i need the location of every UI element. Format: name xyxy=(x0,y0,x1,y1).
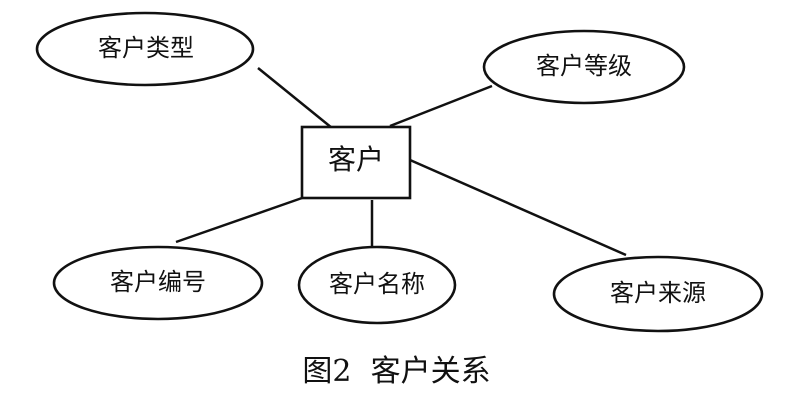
connector-customer-level xyxy=(389,84,493,128)
entity-customer-label: 客户 xyxy=(328,143,384,176)
attribute-customer-level-oval xyxy=(482,29,686,105)
entity-customer-box xyxy=(300,125,412,200)
attribute-customer-number-oval xyxy=(52,245,264,321)
attribute-customer-name-label: 客户名称 xyxy=(329,270,425,298)
figure-caption: 图2 客户关系 xyxy=(302,354,491,389)
attribute-customer-type-label: 客户类型 xyxy=(98,34,194,62)
connector-customer-type xyxy=(257,67,333,129)
attribute-customer-source-label: 客户来源 xyxy=(610,279,706,307)
connector-customer-number xyxy=(175,196,303,244)
connector-customer-source xyxy=(409,158,627,257)
attribute-customer-level-label: 客户等级 xyxy=(536,52,632,80)
attribute-customer-type-oval xyxy=(35,11,255,87)
attribute-customer-name-oval xyxy=(297,245,457,325)
er-diagram: 客户 客户类型 客户等级 客户编号 客户名称 客户来源 xyxy=(35,11,764,333)
attribute-customer-source-oval xyxy=(552,255,764,333)
attribute-customer-number-label: 客户编号 xyxy=(110,268,206,296)
